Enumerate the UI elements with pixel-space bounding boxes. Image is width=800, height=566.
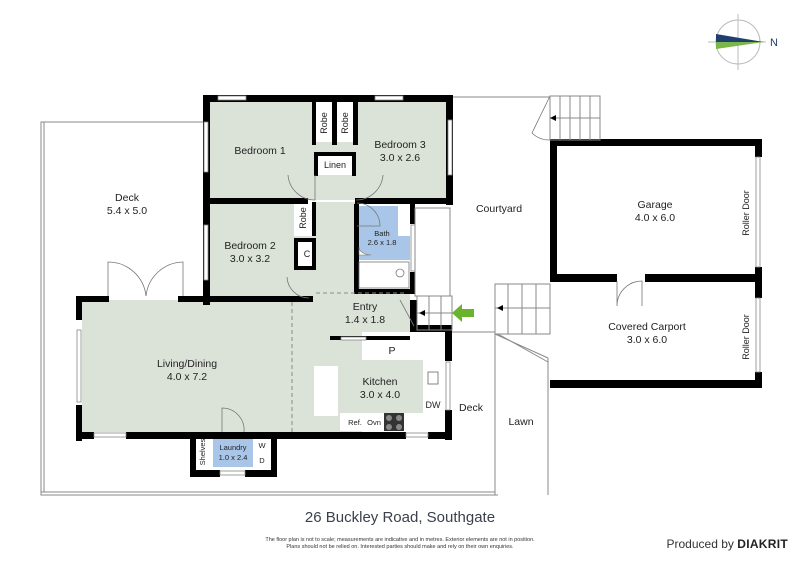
disclaimer-line-2: Plans should not be relied on. Intereste… bbox=[286, 544, 514, 550]
room-label-kitchen: Kitchen bbox=[362, 376, 397, 388]
disclaimer: The floor plan is not to scale; measurem… bbox=[240, 537, 560, 551]
room-label-bath: Bath bbox=[374, 229, 389, 238]
brand-logo-text: DIAKRIT bbox=[737, 537, 788, 551]
compass-icon: N bbox=[708, 14, 778, 70]
room-label-laundry: Laundry bbox=[219, 443, 246, 452]
stairs-top bbox=[549, 95, 601, 141]
appliance-label-washer: W bbox=[258, 441, 266, 450]
room-dims-bath: 2.6 x 1.8 bbox=[368, 238, 397, 247]
room-dims-bedroom2: 3.0 x 3.2 bbox=[230, 253, 270, 265]
deck-main-area bbox=[40, 121, 498, 496]
area-label-deck-side: Deck bbox=[459, 402, 484, 414]
stairs-entry bbox=[416, 295, 453, 331]
room-fills bbox=[82, 100, 448, 467]
entry-arrow-icon bbox=[452, 304, 474, 322]
closet-label-shelves: Shelves bbox=[198, 438, 207, 465]
room-label-carport: Covered Carport bbox=[608, 321, 686, 333]
room-label-bedroom3: Bedroom 3 bbox=[374, 139, 426, 151]
closet-label-robe1: Robe bbox=[319, 112, 329, 134]
exterior-outlines bbox=[414, 96, 550, 495]
room-dims-living: 4.0 x 7.2 bbox=[167, 371, 207, 383]
stairs-courtyard bbox=[494, 283, 551, 335]
area-label-courtyard: Courtyard bbox=[476, 203, 522, 215]
room-label-bedroom2: Bedroom 2 bbox=[224, 240, 276, 252]
area-label-lawn: Lawn bbox=[508, 416, 533, 428]
room-dims-garage: 4.0 x 6.0 bbox=[635, 212, 675, 224]
disclaimer-line-1: The floor plan is not to scale; measurem… bbox=[265, 537, 535, 543]
room-label-living: Living/Dining bbox=[157, 358, 217, 370]
appliance-label-fridge: Ref. bbox=[348, 418, 362, 427]
closet-label-cupboard: C bbox=[304, 249, 311, 259]
property-address: 26 Buckley Road, Southgate bbox=[304, 509, 496, 526]
room-dims-laundry: 1.0 x 2.4 bbox=[219, 453, 248, 462]
closet-label-robe2: Robe bbox=[340, 112, 350, 134]
closet-label-linen: Linen bbox=[324, 160, 346, 170]
produced-by-prefix: Produced by bbox=[666, 537, 734, 551]
room-dims-entry: 1.4 x 1.8 bbox=[345, 314, 385, 326]
closet-label-pantry: P bbox=[388, 345, 395, 357]
garage-roller-door-label: Roller Door bbox=[741, 190, 751, 236]
doors bbox=[107, 95, 643, 433]
room-label-entry: Entry bbox=[353, 301, 378, 313]
room-dims-carport: 3.0 x 6.0 bbox=[627, 334, 667, 346]
appliance-label-dishwasher: DW bbox=[426, 400, 441, 410]
room-dims-bedroom3: 3.0 x 2.6 bbox=[380, 152, 420, 164]
room-label-garage: Garage bbox=[637, 199, 672, 211]
appliance-label-dryer: D bbox=[259, 456, 265, 465]
produced-by: Produced by DIAKRIT bbox=[667, 537, 789, 551]
compass-north-label: N bbox=[770, 37, 778, 49]
walls bbox=[76, 95, 762, 477]
room-label-bedroom1: Bedroom 1 bbox=[234, 145, 286, 157]
closet-label-robe3: Robe bbox=[298, 207, 308, 229]
appliance-label-oven: Ovn bbox=[367, 418, 381, 427]
room-dims-kitchen: 3.0 x 4.0 bbox=[360, 389, 400, 401]
carport-roller-door-label: Roller Door bbox=[741, 314, 751, 360]
area-label-deck-main: Deck bbox=[115, 192, 140, 204]
area-dims-deck-main: 5.4 x 5.0 bbox=[107, 205, 147, 217]
windows bbox=[76, 95, 761, 476]
